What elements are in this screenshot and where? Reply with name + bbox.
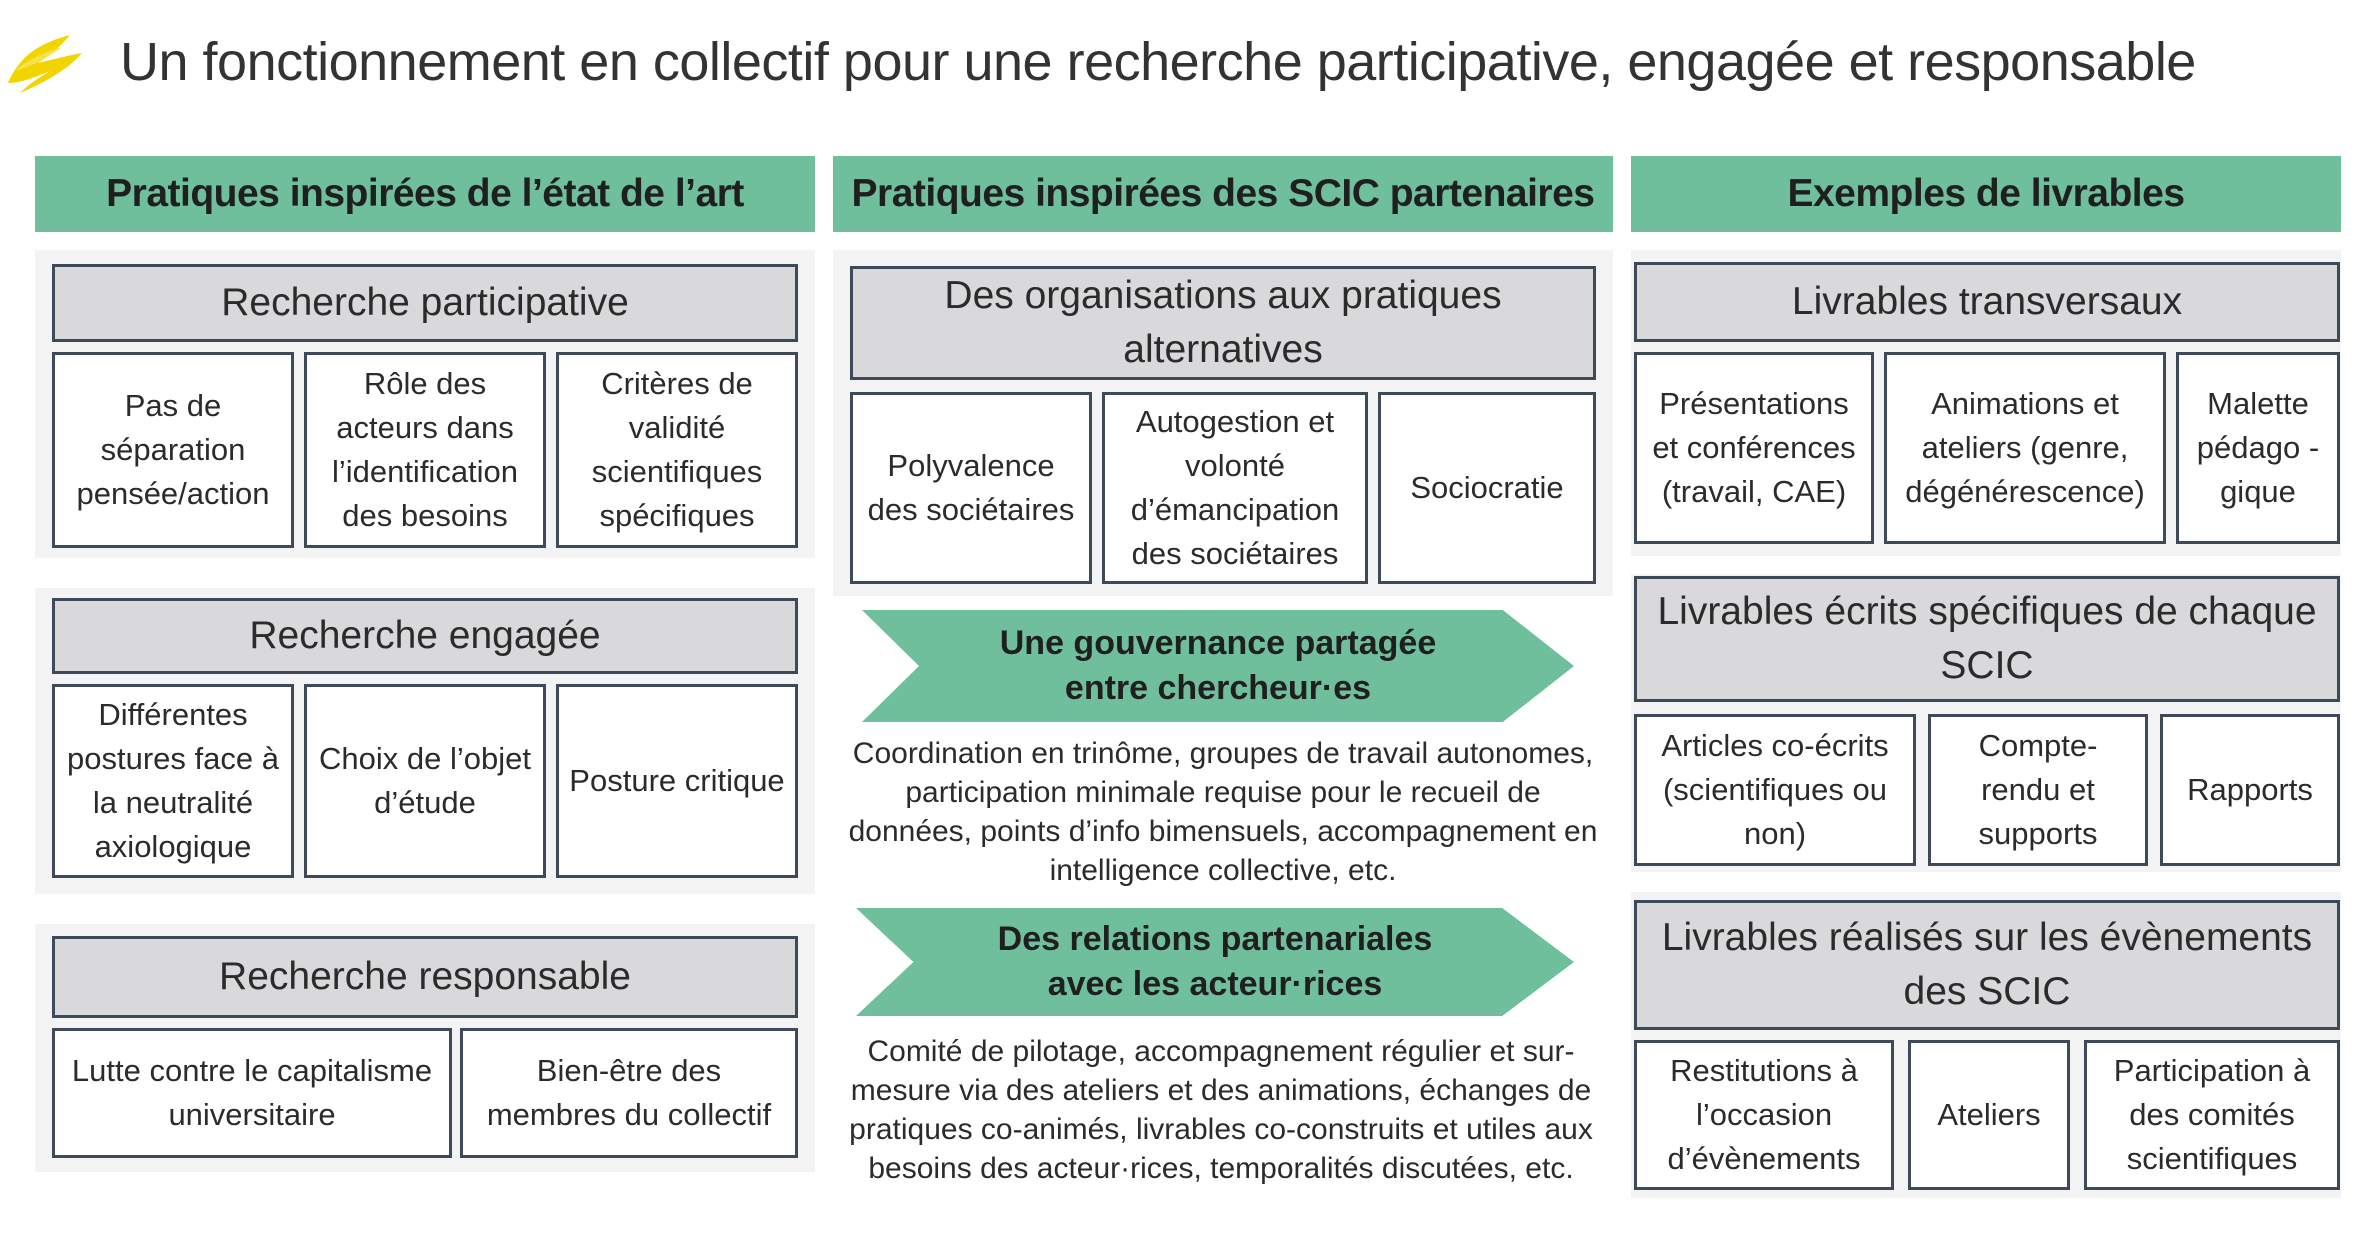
deliverable-box: Articles co-écrits (scientifiques ou non…	[1634, 714, 1916, 866]
practice-box: Bien-être des membres du collectif	[460, 1028, 798, 1158]
practice-box: Posture critique	[556, 684, 798, 878]
deliverable-box: Malette pédago -gique	[2176, 352, 2340, 544]
deliverable-box: Ateliers	[1908, 1040, 2070, 1190]
deliverable-box: Restitutions à l’occasion d’évènements	[1634, 1040, 1894, 1190]
column-header-livrables: Exemples de livrables	[1631, 156, 2341, 232]
description-relations: Comité de pilotage, accompagnement régul…	[849, 1035, 1593, 1185]
section-title-livrables-ecrits: Livrables écrits spécifiques de chaque S…	[1634, 576, 2340, 702]
section-title-organisations-alternatives: Des organisations aux pratiques alternat…	[850, 266, 1596, 380]
practice-box: Sociocratie	[1378, 392, 1596, 584]
practice-box: Différentes postures face à la neutralit…	[52, 684, 294, 878]
page-title: Un fonctionnement en collectif pour une …	[120, 32, 2196, 92]
description-gouvernance: Coordination en trinôme, groupes de trav…	[848, 737, 1598, 887]
deliverable-box: Participation à des comités scientifique…	[2084, 1040, 2340, 1190]
column-header-state-of-art: Pratiques inspirées de l’état de l’art	[35, 156, 815, 232]
deliverable-box: Compte-rendu et supports	[1928, 714, 2148, 866]
section-title-recherche-responsable: Recherche responsable	[52, 936, 798, 1018]
practice-box: Lutte contre le capitalisme universitair…	[52, 1028, 452, 1158]
section-title-livrables-evenements: Livrables réalisés sur les évènements de…	[1634, 900, 2340, 1030]
section-title-recherche-participative: Recherche participative	[52, 264, 798, 342]
practice-box: Choix de l’objet d’étude	[304, 684, 546, 878]
column-header-scic-partners: Pratiques inspirées des SCIC partenaires	[833, 156, 1613, 232]
practice-box: Polyvalence des sociétaires	[850, 392, 1092, 584]
deliverable-box: Présentations et conférences (travail, C…	[1634, 352, 1874, 544]
arrow-relations-partenariales: Des relations partenariales avec les act…	[856, 908, 1574, 1016]
deliverable-box: Rapports	[2160, 714, 2340, 866]
yellow-brush-stroke-icon	[0, 25, 90, 105]
practice-box: Rôle des acteurs dans l’identification d…	[304, 352, 546, 548]
practice-box: Autogestion et volonté d’émancipation de…	[1102, 392, 1368, 584]
practice-box: Pas de séparation pensée/action	[52, 352, 294, 548]
section-title-recherche-engagee: Recherche engagée	[52, 598, 798, 674]
arrow-gouvernance-partagee: Une gouvernance partagée entre chercheur…	[862, 610, 1574, 722]
section-title-livrables-transversaux: Livrables transversaux	[1634, 262, 2340, 342]
deliverable-box: Animations et ateliers (genre, dégénéres…	[1884, 352, 2166, 544]
practice-box: Critères de validité scientifiques spéci…	[556, 352, 798, 548]
